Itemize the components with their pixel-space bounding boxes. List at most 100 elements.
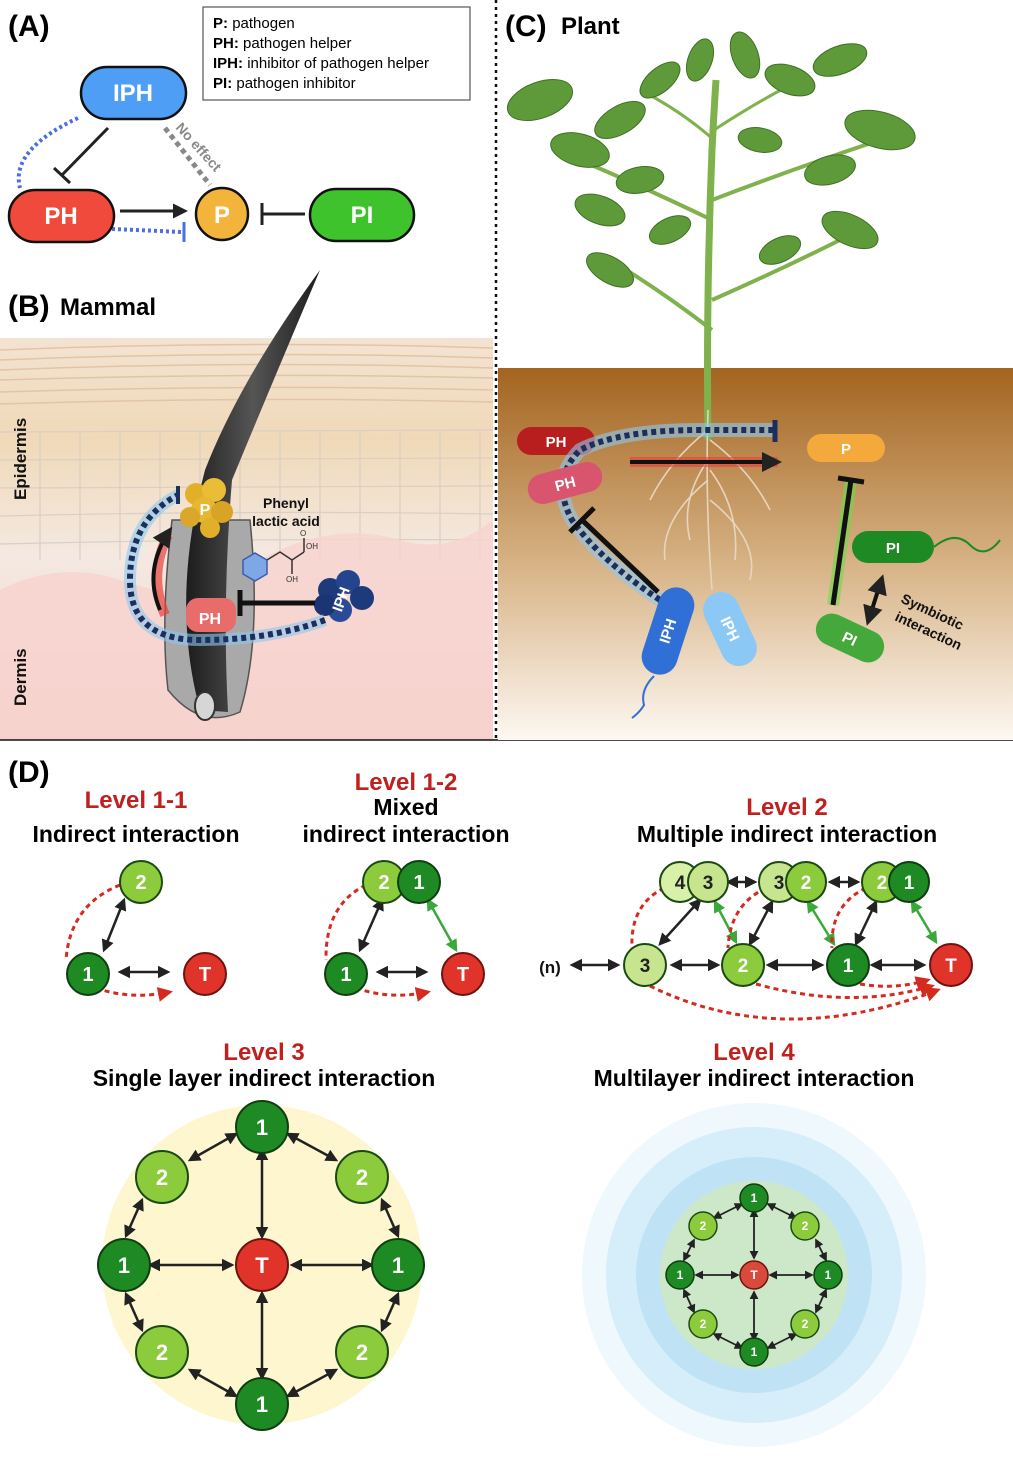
- c-pi-label-2: PI: [839, 629, 859, 650]
- legend-abbr-ph: PH: [213, 35, 234, 52]
- svg-text:1: 1: [82, 964, 93, 986]
- b-ph-label: PH: [199, 611, 221, 628]
- l12-node-target: [441, 952, 485, 996]
- level-3: Level 3 Single layer indirect interactio…: [93, 1039, 436, 1431]
- c-ph-bacterium-2: [527, 462, 603, 504]
- no-effect-label: No effect: [173, 119, 225, 174]
- svg-text:1: 1: [256, 1115, 268, 1140]
- panel-a-letter: (A): [8, 10, 50, 43]
- l11-node-2: [119, 860, 163, 904]
- svg-text:T: T: [945, 956, 957, 977]
- level-1-2-heading: Level 1-2: [355, 769, 458, 796]
- mol-oh-2: OH: [286, 575, 298, 584]
- epidermal-cells: [0, 429, 494, 560]
- level-2-n-label: (n): [539, 958, 561, 977]
- svg-text:1: 1: [118, 1253, 130, 1278]
- svg-text:1: 1: [904, 873, 915, 894]
- c-pi-bacterium-2: [815, 613, 885, 663]
- level-1-2: Level 1-2 Mixed indirect interaction 2 1…: [302, 769, 510, 1002]
- panel-c-letter: (C): [505, 10, 547, 43]
- legend-desc-ph: pathogen helper: [243, 35, 351, 52]
- b-ph-cluster: [186, 598, 236, 632]
- c-symbiotic-arrow: [863, 574, 887, 626]
- svg-text:2: 2: [877, 873, 888, 894]
- level-4-heading: Level 4: [713, 1039, 795, 1066]
- panel-b: (B) Mammal Epidermis Dermis: [0, 270, 494, 740]
- svg-text:2: 2: [356, 1165, 368, 1190]
- panel-a-legend: P: pathogen PH: pathogen helper IPH: inh…: [202, 6, 471, 101]
- iph-inhibits-ph: [60, 126, 110, 177]
- svg-text:2: 2: [135, 872, 146, 894]
- iph-pill: [79, 65, 188, 121]
- svg-text:2: 2: [378, 872, 389, 894]
- svg-text:P: pathogen: P: pathogen: [213, 15, 295, 32]
- svg-text:T: T: [199, 964, 211, 986]
- svg-text:3: 3: [640, 956, 651, 977]
- mol-oh-1: OH: [306, 542, 318, 551]
- legend-abbr-p: P: [213, 15, 223, 32]
- tomato-plant: [506, 31, 916, 441]
- c-pi-label-1: PI: [886, 540, 900, 557]
- p-circle: [194, 186, 250, 242]
- legend-desc-pi: pathogen inhibitor: [236, 75, 355, 92]
- l11-node-target: [183, 952, 227, 996]
- l12-node-1-top: [397, 860, 441, 904]
- svg-text:1: 1: [751, 1345, 758, 1359]
- level-4: Level 4 Multilayer indirect interaction: [582, 1039, 926, 1447]
- c-pi-bacterium-1: [852, 531, 934, 563]
- iph-cluster: [314, 570, 374, 622]
- level-2: Level 2 Multiple indirect interaction (n…: [539, 794, 973, 1021]
- svg-text:1: 1: [392, 1253, 404, 1278]
- svg-text:IPH: inhibitor of pathogen hel: IPH: inhibitor of pathogen helper: [213, 55, 429, 72]
- compound-line-2: lactic acid: [252, 513, 320, 529]
- level-2-heading: Level 2: [746, 794, 827, 821]
- panel-c-title: Plant: [561, 13, 620, 40]
- svg-text:1: 1: [413, 872, 424, 894]
- panel-d: (D) Level 1-1 Indirect interaction 2 1 T…: [8, 756, 973, 1447]
- dermis-label: Dermis: [11, 648, 30, 706]
- svg-text:1: 1: [843, 956, 854, 977]
- b-iph-loop: [126, 492, 327, 644]
- legend-desc-p: pathogen: [232, 15, 295, 32]
- level-1-1-subtitle: Indirect interaction: [32, 821, 239, 847]
- c-p-label: P: [841, 441, 851, 458]
- c-iph-inhibits-ph: [580, 518, 660, 594]
- svg-text:1: 1: [751, 1191, 758, 1205]
- c-iph-label-1: IPH: [657, 617, 681, 646]
- c-pi-inhibits-p: [830, 479, 854, 606]
- l11-node-1: [66, 952, 110, 996]
- svg-text:2: 2: [156, 1340, 168, 1365]
- svg-text:3: 3: [703, 873, 714, 894]
- svg-text:1: 1: [677, 1268, 684, 1282]
- pi-pill: [308, 187, 416, 243]
- panel-c: (C) Plant: [498, 10, 1013, 740]
- svg-text:2: 2: [802, 1219, 809, 1233]
- level-1-1: Level 1-1 Indirect interaction 2 1 T: [32, 787, 240, 1002]
- svg-text:2: 2: [738, 956, 749, 977]
- b-p-label: P: [200, 502, 211, 519]
- iph-ph-dotted-link: [16, 116, 79, 189]
- level-1-2-subtitle-1: Mixed: [373, 794, 438, 820]
- c-ph-label-2: PH: [553, 474, 578, 496]
- svg-text:4: 4: [675, 873, 686, 894]
- svg-text:2: 2: [156, 1165, 168, 1190]
- level-4-subtitle: Multilayer indirect interaction: [594, 1065, 915, 1091]
- c-p-bacterium: [807, 434, 885, 462]
- iph-pill-label: IPH: [113, 80, 153, 107]
- svg-text:1: 1: [256, 1392, 268, 1417]
- level-1-2-subtitle-2: indirect interaction: [302, 821, 509, 847]
- l12-node-1: [324, 952, 368, 996]
- epidermis-label: Epidermis: [11, 418, 30, 500]
- compound-line-1: Phenyl: [263, 495, 309, 511]
- panel-b-letter: (B): [8, 290, 50, 323]
- level-3-subtitle: Single layer indirect interaction: [93, 1065, 436, 1091]
- c-iph-bacterium-1: [641, 587, 695, 675]
- phenyllactic-acid-molecule: OH OH O: [242, 529, 318, 584]
- svg-text:PI: pathogen inhibitor: PI: pathogen inhibitor: [213, 75, 356, 92]
- svg-text:2: 2: [356, 1340, 368, 1365]
- ph-p-dotted-link: [111, 227, 183, 234]
- svg-text:T: T: [750, 1268, 758, 1282]
- legend-abbr-iph: IPH: [213, 55, 238, 72]
- pi-pill-label: PI: [351, 202, 374, 229]
- legend-abbr-pi: PI: [213, 75, 227, 92]
